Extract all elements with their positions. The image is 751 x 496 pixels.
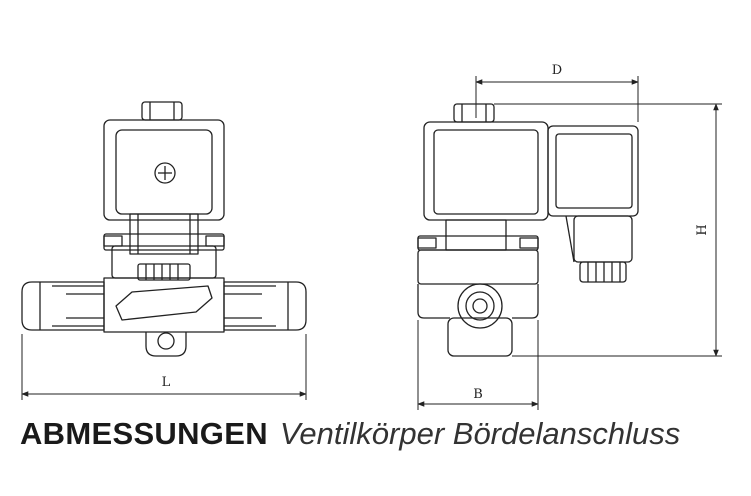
caption: ABMESSUNGEN Ventilkörper Bördelanschluss [20, 416, 680, 466]
side-bonnet-flange [417, 235, 539, 251]
front-coil-nut [141, 101, 183, 121]
side-coil-nut [453, 103, 495, 123]
side-valve-body [417, 249, 539, 357]
dimension-d-label: D [552, 63, 562, 78]
front-view [21, 101, 307, 357]
caption-title: ABMESSUNGEN [20, 416, 268, 451]
dimension-l-label: L [162, 375, 171, 390]
caption-subtitle: Ventilkörper Bördelanschluss [279, 416, 681, 451]
dimension-h-label: H [695, 224, 710, 235]
side-armature-tube [445, 219, 507, 251]
front-valve-body [103, 277, 225, 357]
dimension-b [417, 320, 539, 410]
side-connector-plug [547, 125, 639, 263]
side-view [417, 103, 639, 357]
dimension-b-label: B [473, 387, 483, 402]
side-coil [423, 121, 549, 221]
dimension-l [21, 334, 307, 400]
front-bonnet-flange [103, 233, 225, 279]
dimension-d [475, 76, 639, 122]
side-inlet-port [457, 283, 503, 329]
side-cable-gland [579, 261, 627, 283]
front-left-flare [21, 281, 105, 331]
dimension-h [494, 103, 722, 357]
technical-drawing: L [21, 63, 722, 410]
front-right-flare [223, 281, 307, 331]
front-coil [103, 119, 225, 221]
front-knurled-nut [137, 263, 191, 281]
